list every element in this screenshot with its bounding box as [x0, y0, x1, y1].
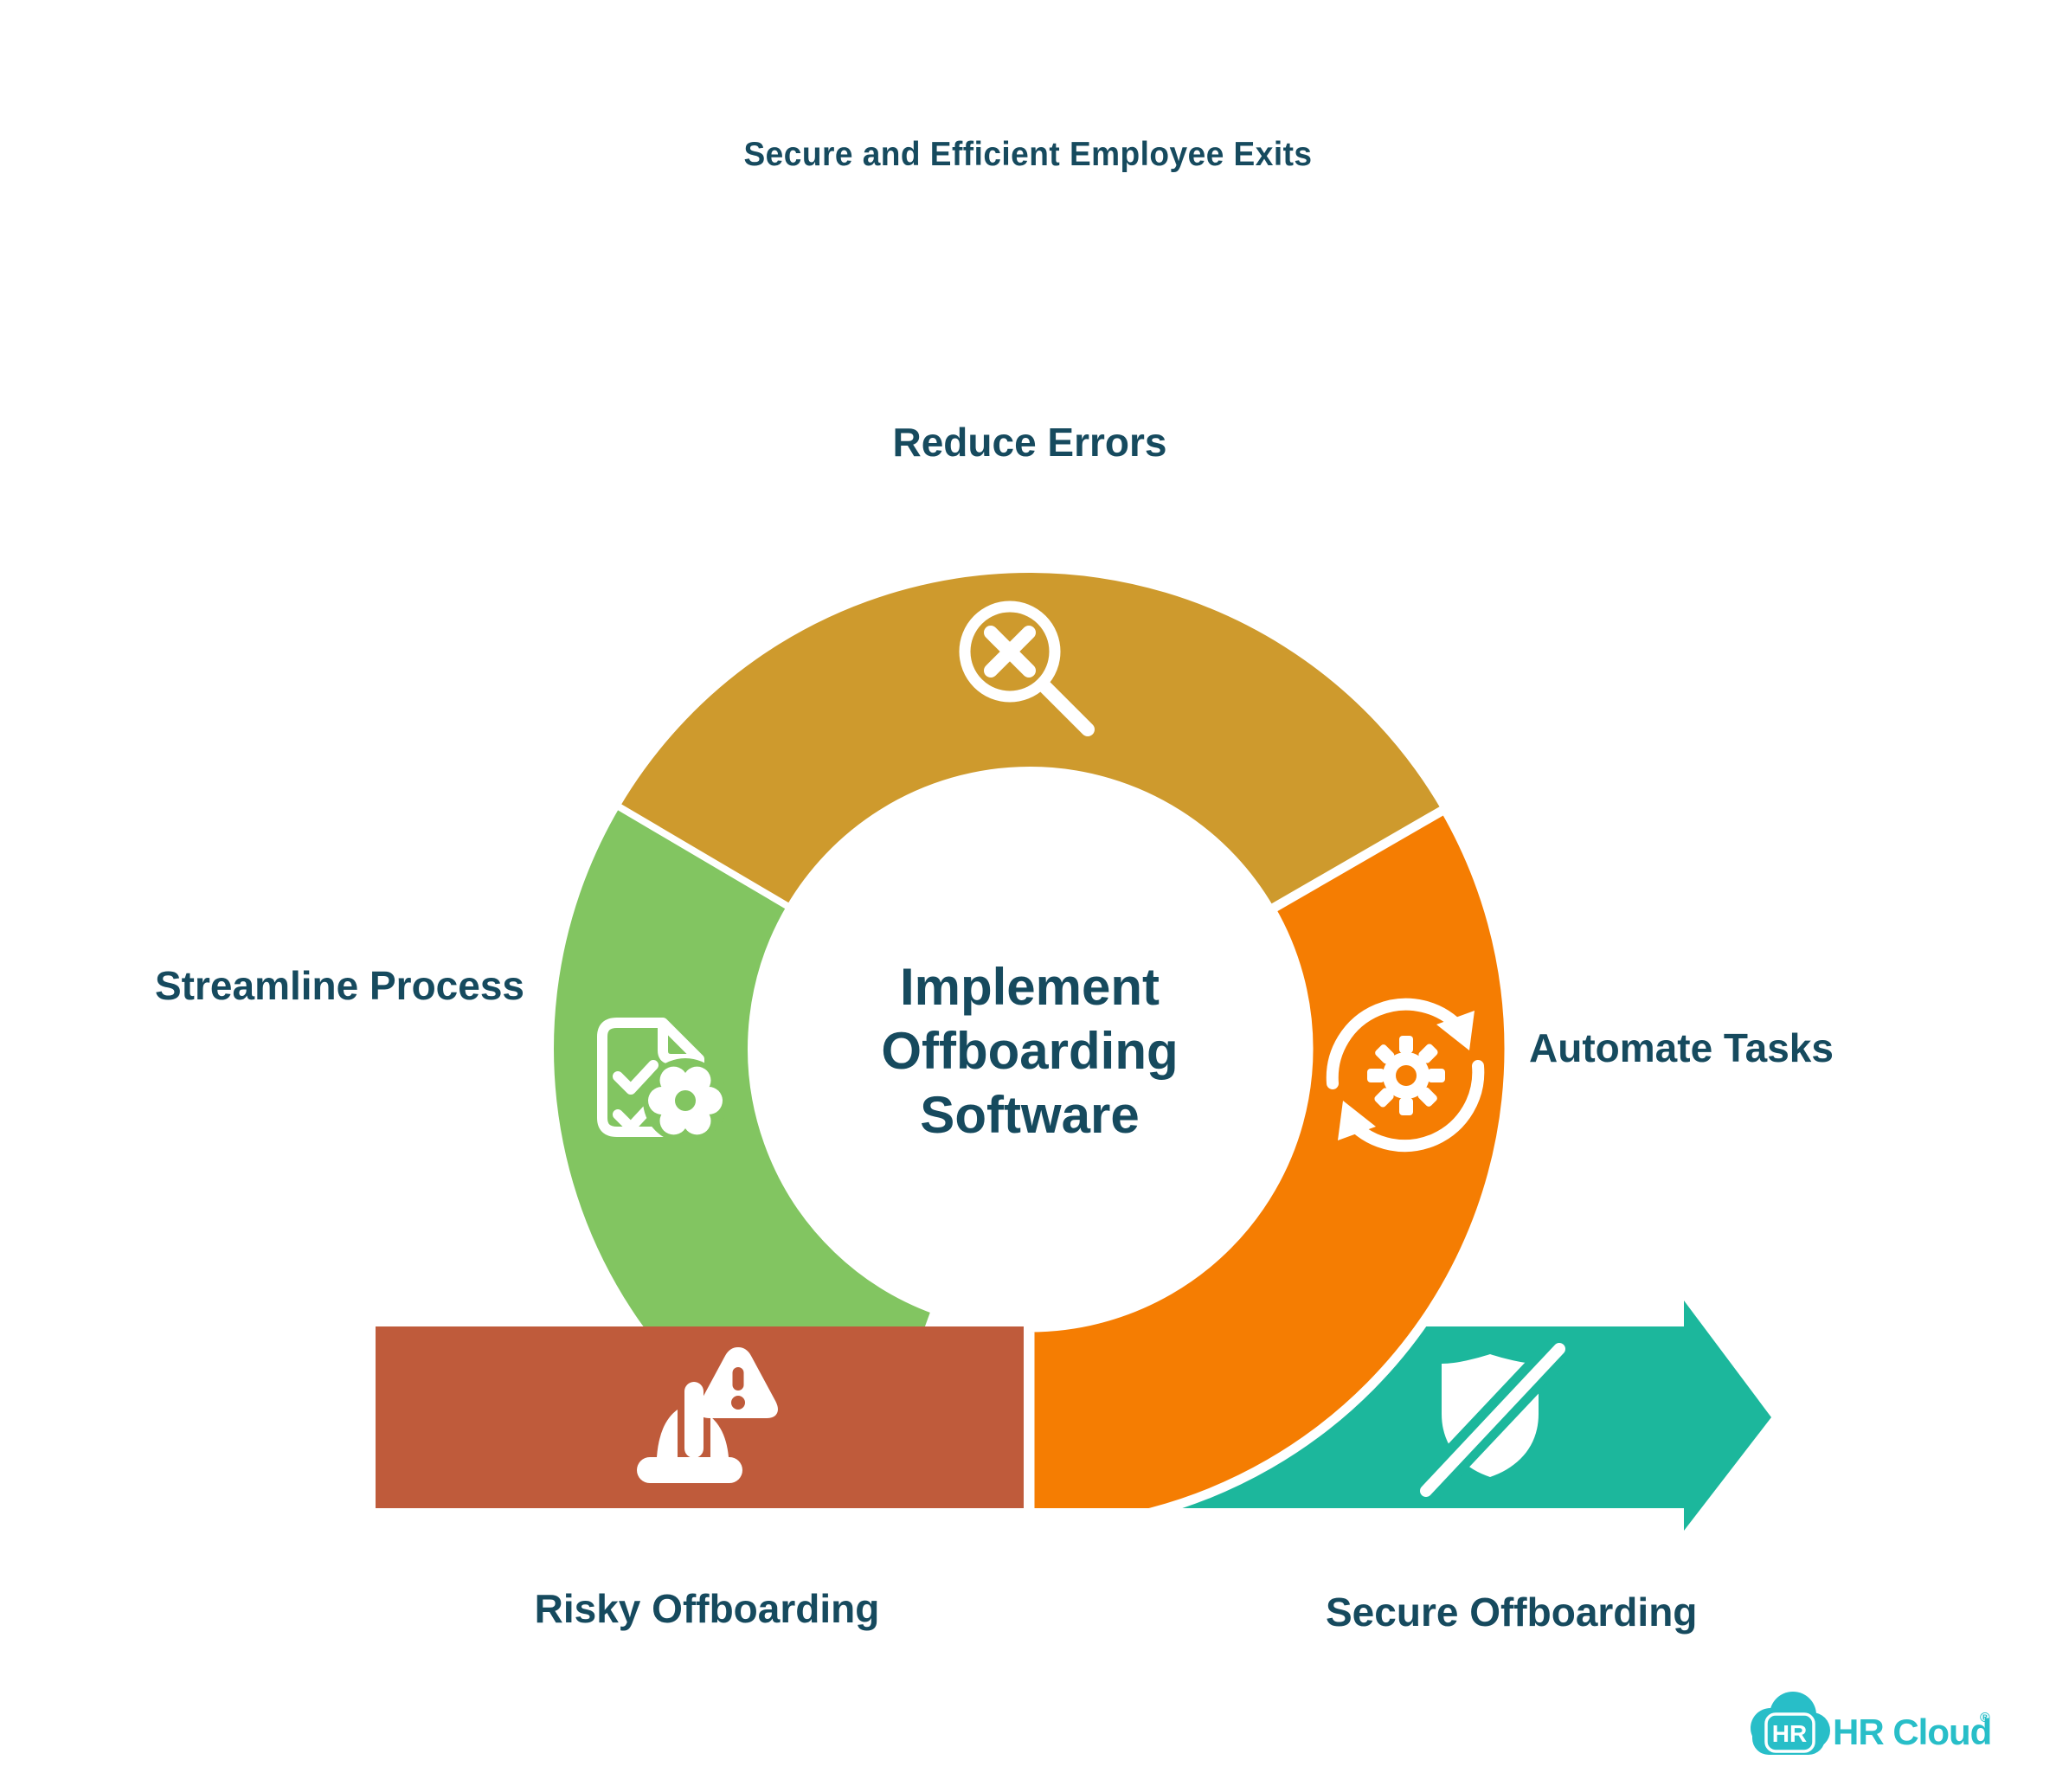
- hr-badge-text: HR: [1772, 1720, 1807, 1747]
- registered-mark: ®: [1980, 1711, 1990, 1725]
- center-caption-line: Offboarding: [881, 1022, 1179, 1080]
- center-caption: Implement Offboarding Software: [839, 952, 1220, 1151]
- label-automate-tasks: Automate Tasks: [1529, 1025, 1834, 1070]
- segment-reduce-errors: [612, 566, 1450, 915]
- label-streamline-process: Streamline Process: [155, 963, 525, 1008]
- center-caption-line: Software: [920, 1086, 1140, 1144]
- document-gear-icon: [597, 1018, 728, 1143]
- center-caption-line: Implement: [899, 958, 1160, 1016]
- label-secure-offboarding: Secure Offboarding: [1326, 1590, 1698, 1635]
- hr-cloud-mark: HR: [1751, 1692, 1830, 1755]
- hr-cloud-wordmark: HR Cloud: [1833, 1712, 1991, 1752]
- hr-cloud-logo: HR HR Cloud ®: [1751, 1692, 1992, 1755]
- label-risky-offboarding: Risky Offboarding: [534, 1586, 880, 1631]
- shield-slash-icon: [1416, 1339, 1570, 1500]
- segment-automate-tasks: [1025, 802, 1514, 1508]
- hardhat-warning-icon: [637, 1347, 778, 1483]
- magnifier-x-icon: [959, 601, 1095, 736]
- page-title: Secure and Efficient Employee Exits: [743, 136, 1313, 173]
- sync-gear-icon: [1326, 998, 1485, 1153]
- label-reduce-errors: Reduce Errors: [892, 420, 1167, 465]
